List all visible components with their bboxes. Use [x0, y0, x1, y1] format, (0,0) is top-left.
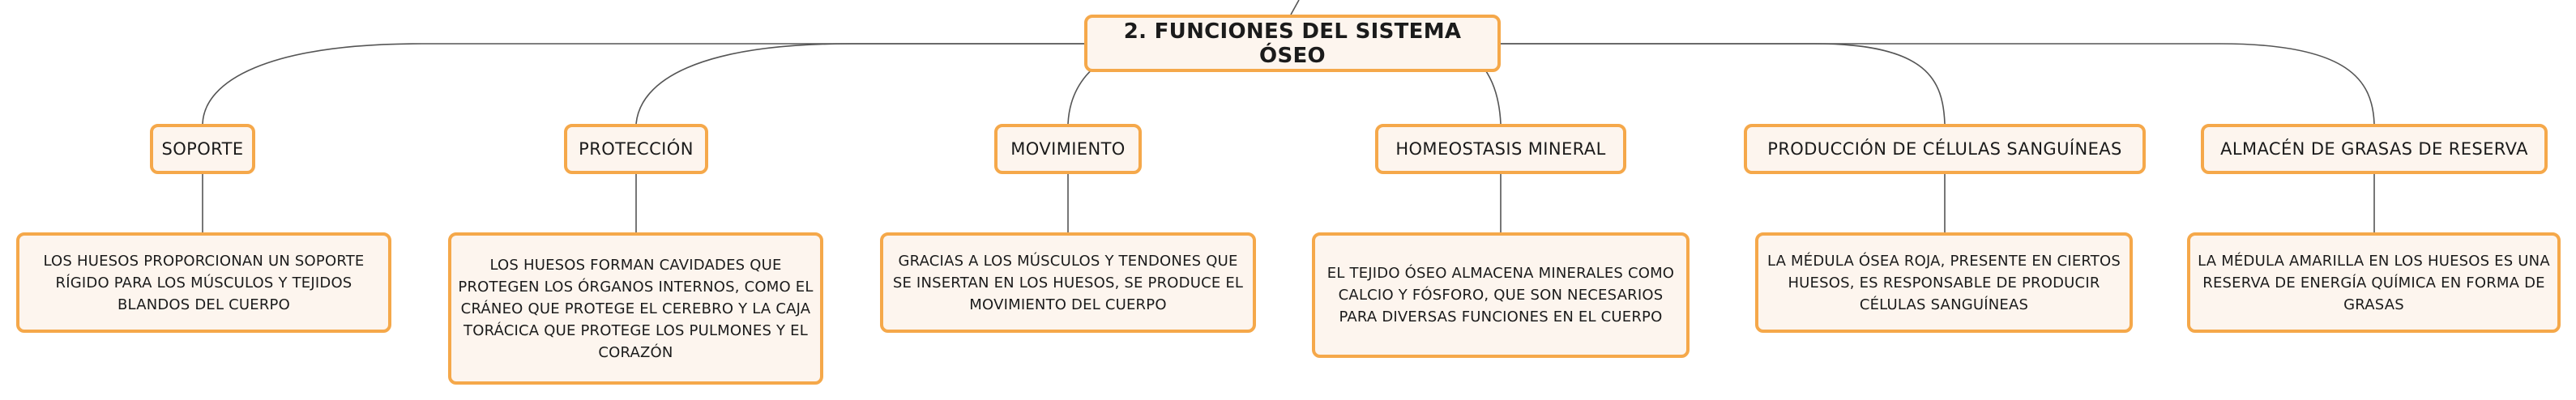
- topic-proteccion[interactable]: PROTECCIÓN: [564, 124, 708, 174]
- topic-produccion-celulas[interactable]: PRODUCCIÓN DE CÉLULAS SANGUÍNEAS: [1744, 124, 2146, 174]
- topic-label: PRODUCCIÓN DE CÉLULAS SANGUÍNEAS: [1767, 139, 2122, 159]
- topic-label: SOPORTE: [161, 139, 244, 159]
- connector-proteccion: [635, 43, 1084, 125]
- central-topic[interactable]: 2. FUNCIONES DEL SISTEMA ÓSEO: [1084, 15, 1501, 72]
- detail-text: LOS HUESOS PROPORCIONAN UN SOPORTE RÍGID…: [43, 252, 365, 313]
- topic-label: ALMACÉN DE GRASAS DE RESERVA: [2220, 139, 2528, 159]
- topic-homeostasis-mineral[interactable]: HOMEOSTASIS MINERAL: [1375, 124, 1626, 174]
- topic-soporte[interactable]: SOPORTE: [150, 124, 255, 174]
- detail-text: GRACIAS A LOS MÚSCULOS Y TENDONES QUE SE…: [892, 252, 1244, 313]
- detail-soporte[interactable]: LOS HUESOS PROPORCIONAN UN SOPORTE RÍGID…: [16, 232, 391, 333]
- detail-proteccion[interactable]: LOS HUESOS FORMAN CAVIDADES QUE PROTEGEN…: [448, 232, 823, 385]
- topic-label: HOMEOSTASIS MINERAL: [1395, 139, 1606, 159]
- detail-text: LA MÉDULA ÓSEA ROJA, PRESENTE EN CIERTOS…: [1766, 252, 2121, 313]
- topic-label: MOVIMIENTO: [1010, 139, 1126, 159]
- connector-almacen: [1501, 43, 2375, 125]
- parent-connector: [1290, 0, 1300, 15]
- connector-soporte: [202, 43, 1084, 125]
- topic-almacen-grasas[interactable]: ALMACÉN DE GRASAS DE RESERVA: [2201, 124, 2548, 174]
- detail-text: LOS HUESOS FORMAN CAVIDADES QUE PROTEGEN…: [458, 256, 814, 361]
- topic-label: PROTECCIÓN: [579, 139, 694, 159]
- detail-produccion-celulas[interactable]: LA MÉDULA ÓSEA ROJA, PRESENTE EN CIERTOS…: [1755, 232, 2133, 333]
- central-topic-title: 2. FUNCIONES DEL SISTEMA ÓSEO: [1123, 19, 1462, 68]
- connector-produccion: [1501, 43, 1946, 125]
- detail-movimiento[interactable]: GRACIAS A LOS MÚSCULOS Y TENDONES QUE SE…: [880, 232, 1256, 333]
- detail-almacen-grasas[interactable]: LA MÉDULA AMARILLA EN LOS HUESOS ES UNA …: [2187, 232, 2561, 333]
- topic-movimiento[interactable]: MOVIMIENTO: [994, 124, 1142, 174]
- detail-text: LA MÉDULA AMARILLA EN LOS HUESOS ES UNA …: [2198, 252, 2550, 313]
- detail-homeostasis-mineral[interactable]: EL TEJIDO ÓSEO ALMACENA MINERALES COMO C…: [1312, 232, 1690, 358]
- detail-text: EL TEJIDO ÓSEO ALMACENA MINERALES COMO C…: [1326, 265, 1675, 326]
